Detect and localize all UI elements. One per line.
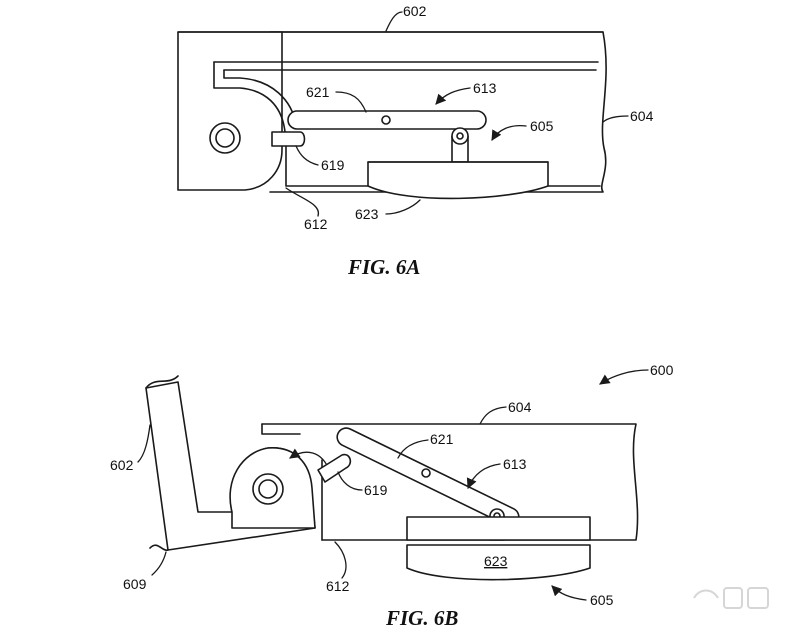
leader-600 — [599, 369, 649, 385]
cavity-612 — [285, 131, 369, 187]
lid-top-break — [145, 375, 179, 389]
watermark-glyph-1 — [723, 587, 743, 609]
leader-619 — [295, 145, 319, 166]
leader-621-b — [397, 439, 429, 459]
label-621: 621 — [306, 84, 330, 100]
leader-604-b — [479, 406, 507, 425]
lid-602 — [177, 31, 283, 191]
figure-6a: 602 604 605 613 621 619 612 623 FIG. 6A — [177, 3, 654, 279]
hinge-pin-b — [258, 479, 278, 499]
label-600: 600 — [650, 362, 674, 378]
label-602-b: 602 — [110, 457, 134, 473]
label-604: 604 — [630, 108, 654, 124]
leader-612-b — [334, 541, 347, 579]
leader-602 — [385, 11, 403, 32]
link-center-pin-b — [421, 468, 431, 478]
label-605-b: 605 — [590, 592, 614, 608]
watermark-glyph-2 — [747, 587, 769, 609]
key-cap-upper — [406, 516, 591, 541]
label-623: 623 — [355, 206, 379, 222]
label-619-b: 619 — [364, 482, 388, 498]
leader-609 — [151, 551, 167, 576]
follower-pin-619-b — [317, 453, 352, 483]
watermark-logo — [693, 587, 769, 609]
leader-619-b — [337, 471, 363, 491]
label-605: 605 — [530, 118, 554, 134]
housing-step — [261, 423, 301, 435]
label-612-b: 612 — [326, 578, 350, 594]
housing-604 — [269, 31, 607, 193]
hinge-pin — [215, 128, 235, 148]
label-613: 613 — [473, 80, 497, 96]
lid-bottom-break — [149, 544, 169, 551]
label-609: 609 — [123, 576, 147, 592]
leader-613-b — [466, 463, 501, 489]
key-623-b — [406, 544, 591, 581]
leader-602-b — [137, 424, 151, 463]
leader-623 — [385, 199, 421, 215]
follower-pin-619 — [271, 131, 306, 147]
label-621-b: 621 — [430, 431, 454, 447]
leader-604 — [602, 115, 629, 123]
label-602: 602 — [403, 3, 427, 19]
leader-605 — [491, 124, 527, 141]
label-619: 619 — [321, 157, 345, 173]
link-center-pin — [381, 115, 391, 125]
caption-fig-6b: FIG. 6B — [385, 606, 458, 630]
channel-curve-outer — [213, 61, 286, 133]
label-613-b: 613 — [503, 456, 527, 472]
leader-612 — [285, 187, 319, 217]
leader-605-b — [551, 585, 587, 601]
housing-604-b — [261, 423, 639, 541]
watermark-wave-icon — [693, 589, 719, 599]
leader-613 — [435, 87, 471, 105]
key-623 — [367, 161, 549, 200]
label-612: 612 — [304, 216, 328, 232]
label-623-b: 623 — [484, 553, 508, 569]
figure-6b: 600 604 602 621 613 619 609 612 623 605 … — [110, 362, 674, 630]
leader-621 — [335, 91, 367, 113]
connector-pivot — [456, 132, 464, 140]
caption-fig-6a: FIG. 6A — [347, 255, 420, 279]
label-604-b: 604 — [508, 399, 532, 415]
